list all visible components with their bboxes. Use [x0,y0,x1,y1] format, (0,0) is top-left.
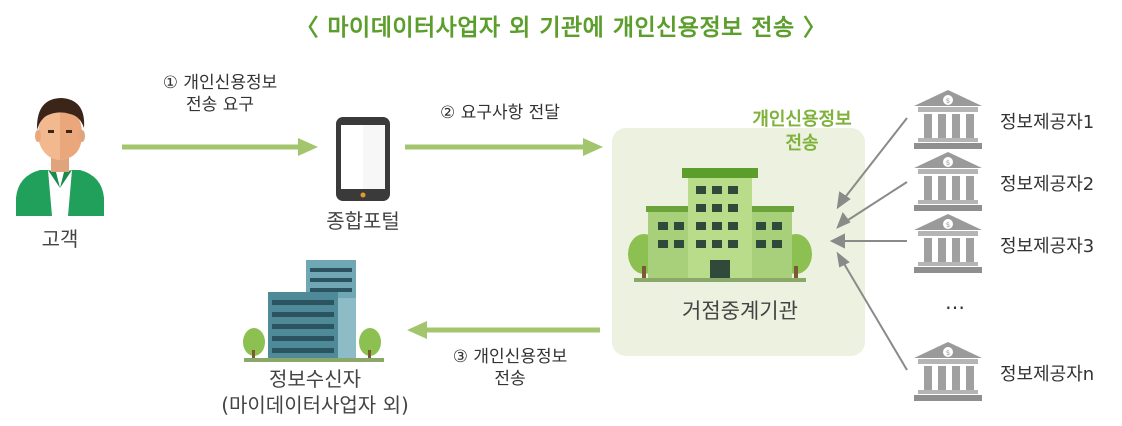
provider-item: $ 정보제공자2 [912,150,1117,214]
step3-line2: 전송 [494,369,526,389]
hub-label: 거점중계기관 [682,299,798,323]
bank-icon: $ [914,342,982,401]
svg-text:$: $ [946,349,950,357]
bank-icon: $ [914,214,982,273]
customer-person-icon [16,98,104,216]
receiver-label: 정보수신자 (마이데이터사업자 외) [210,366,420,418]
svg-text:$: $ [946,221,950,229]
bank-icon: $ [914,90,982,149]
step1-label: ① 개인신용정보 전송 요구 [120,72,320,116]
step3-label: ③ 개인신용정보 전송 [420,346,600,390]
portal-label: 종합포털 [326,209,400,233]
receiver-label-line2: (마이데이터사업자 외) [221,393,409,417]
arrow-providern-to-hub [836,251,908,371]
hub-transfer-note-line2: 전송 [785,133,819,154]
step3-line1: ③ 개인신용정보 [452,347,568,367]
arrow-provider2-to-hub [836,181,908,229]
arrow-hub-to-receiver [407,321,600,339]
step2-label: ② 요구사항 전달 [440,103,560,123]
provider-label: 정보제공자3 [1000,236,1095,257]
svg-text:$: $ [946,159,950,167]
svg-text:$: $ [946,97,950,105]
diagram-title: 〈 마이데이터사업자 외 기관에 개인신용정보 전송 〉 [295,15,827,41]
arrow-portal-to-hub [405,138,603,156]
customer-label: 고객 [41,227,79,251]
hub-transfer-note-line1: 개인신용정보 [752,109,852,130]
receiver-building-icon [243,260,384,362]
arrow-provider1-to-hub [836,117,908,210]
provider-item: $ 정보제공자3 [912,212,1117,276]
receiver-label-line1: 정보수신자 [269,367,361,391]
provider-label: 정보제공자2 [1000,174,1095,195]
hub-building-icon [628,168,812,282]
providers-ellipsis: … [945,290,965,314]
arrow-customer-to-portal [122,138,318,156]
provider-item: $ 정보제공자1 [912,88,1117,152]
provider-item: $ 정보제공자n [912,340,1117,404]
step1-line2: 전송 요구 [186,95,254,115]
provider-label: 정보제공자1 [1000,112,1095,133]
arrow-provider3-to-hub [829,233,907,249]
provider-label: 정보제공자n [1000,364,1095,385]
bank-icon: $ [914,152,982,211]
hub-transfer-note: 개인신용정보 전송 [722,108,882,156]
smartphone-icon [336,117,390,201]
step1-line1: ① 개인신용정보 [162,73,278,93]
